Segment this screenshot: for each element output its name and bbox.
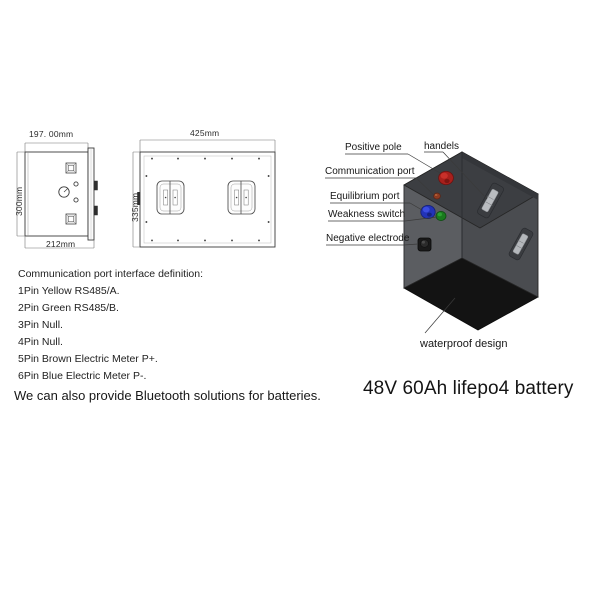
callout-label-communication-port: Communication port: [325, 166, 415, 177]
callout-label-equilibrium-port: Equilibrium port: [330, 191, 400, 202]
communication-port-connector: [433, 192, 441, 200]
spec-pin-6: 6Pin Blue Electric Meter P-.: [18, 370, 147, 382]
negative-electrode-connector: [417, 237, 432, 252]
side-view-height-dimension: 300mm: [14, 186, 24, 216]
front-view-height-dimension: 335mm: [130, 192, 140, 222]
leader-waterproof-design: [424, 297, 456, 334]
positive-pole-connector: [438, 170, 454, 185]
bluetooth-note: We can also provide Bluetooth solutions …: [14, 388, 321, 403]
waterproof-bottom-plate: [403, 257, 539, 331]
callout-label-positive-pole: Positive pole: [345, 142, 402, 153]
battery-3d-illustration: [403, 151, 539, 331]
weakness-switch-connector: [435, 210, 447, 221]
communication-port-spec-block: Communication port interface definition:…: [18, 266, 328, 385]
spec-block-title: Communication port interface definition:: [18, 268, 204, 280]
spec-pin-2: 2Pin Green RS485/B.: [18, 302, 119, 314]
spec-pin-5: 5Pin Brown Electric Meter P+.: [18, 353, 158, 365]
front-view-handle-left: [156, 180, 185, 215]
leader-weakness-switch: [404, 216, 438, 222]
battery-top-face: [403, 151, 539, 229]
equilibrium-port-connector: [420, 204, 436, 219]
side-view-drawing: [16, 142, 98, 249]
battery-side-face: [461, 151, 539, 298]
side-view-depth-dimension: 212mm: [46, 239, 76, 249]
side-view-terminal: [58, 186, 70, 198]
front-view-handle-right: [227, 180, 256, 215]
battery-handle-upper: [477, 182, 504, 219]
callout-label-waterproof-design: waterproof design: [420, 338, 508, 350]
battery-handle-lower: [508, 227, 534, 261]
front-view-width-dimension: 425mm: [190, 128, 220, 138]
callout-label-weakness-switch: Weakness switch: [328, 209, 406, 220]
spec-pin-3: 3Pin Null.: [18, 319, 63, 331]
callout-label-negative-electrode: Negative electrode: [326, 233, 410, 244]
side-view-handle-bottom: [65, 213, 77, 225]
side-view-width-dimension: 197. 00mm: [29, 129, 74, 139]
product-title: 48V 60Ah lifepo4 battery: [363, 378, 574, 399]
spec-pin-4: 4Pin Null.: [18, 336, 63, 348]
leader-equilibrium-port: [409, 202, 423, 211]
callout-label-handels: handels: [424, 141, 460, 152]
spec-pin-1: 1Pin Yellow RS485/A.: [18, 285, 120, 297]
leader-communication-port: [415, 177, 435, 196]
front-view-drawing: [132, 139, 276, 248]
side-view-handle-top: [65, 162, 77, 174]
leader-handels: [442, 151, 488, 200]
